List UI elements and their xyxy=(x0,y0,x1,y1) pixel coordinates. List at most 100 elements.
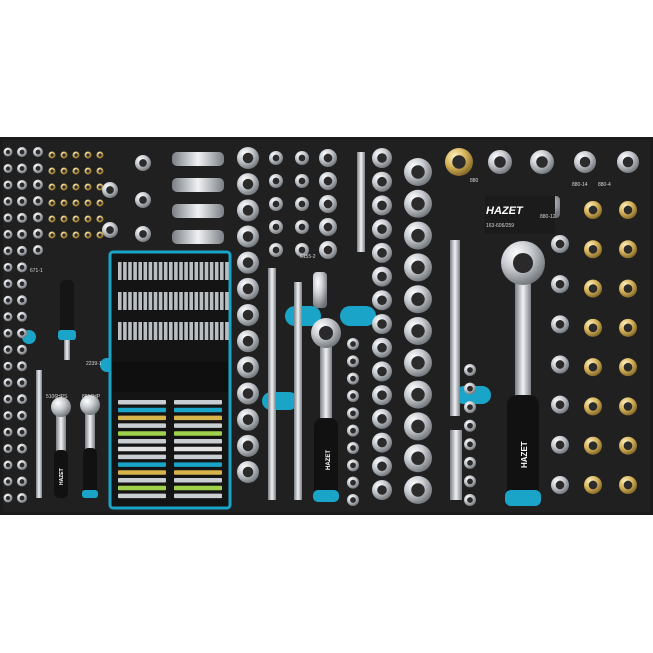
bit xyxy=(133,292,137,310)
socket-bore xyxy=(35,247,41,253)
tray-label: 880-14 xyxy=(572,182,588,188)
socket-bore xyxy=(5,347,11,352)
bit xyxy=(194,322,199,340)
bit xyxy=(214,262,219,280)
bit xyxy=(118,262,122,280)
bit xyxy=(204,262,209,280)
tray-label: 880 xyxy=(470,178,479,184)
socket-bore xyxy=(298,200,306,208)
bit xyxy=(179,262,183,280)
socket-bore xyxy=(377,295,387,306)
socket-bore xyxy=(298,154,306,162)
socket-bore xyxy=(19,446,25,451)
socket-bore xyxy=(350,427,356,434)
socket-bore xyxy=(411,197,425,211)
socket-bore xyxy=(5,429,11,435)
socket-bore xyxy=(86,201,90,205)
socket-bore xyxy=(35,182,41,188)
extension-bar xyxy=(36,370,42,498)
socket-bore xyxy=(452,155,466,169)
socket-bore xyxy=(588,323,598,333)
socket-bore xyxy=(139,196,147,204)
long-bit xyxy=(118,446,166,452)
socket-bore xyxy=(5,413,11,418)
socket-bore xyxy=(467,385,473,392)
bit xyxy=(209,262,214,280)
article-number: 163-606/259 xyxy=(486,223,514,229)
socket-bore xyxy=(86,153,90,157)
bit xyxy=(220,322,224,340)
socket-bore xyxy=(5,380,11,385)
socket-bore xyxy=(272,246,280,254)
socket-bore xyxy=(242,440,254,452)
socket-bore xyxy=(411,228,425,243)
bit xyxy=(184,292,188,310)
socket-bore xyxy=(19,330,25,336)
socket-bore xyxy=(377,414,387,424)
bit xyxy=(118,292,122,310)
extension-bit xyxy=(172,230,224,244)
socket-bore xyxy=(323,199,333,209)
socket-bore xyxy=(5,446,11,451)
finger-grip xyxy=(455,386,491,404)
socket-bore xyxy=(242,231,254,242)
socket-bore xyxy=(272,177,280,185)
socket-bore xyxy=(86,169,90,173)
socket-bore xyxy=(272,223,280,231)
bit xyxy=(214,322,219,340)
socket-bore xyxy=(323,153,333,163)
socket-bore xyxy=(298,177,306,185)
socket-bore xyxy=(411,451,425,465)
socket-bore xyxy=(62,185,66,189)
socket-bore xyxy=(411,419,425,434)
socket-bore xyxy=(467,497,473,503)
bit xyxy=(194,292,199,310)
socket-bore xyxy=(588,441,598,451)
bit xyxy=(214,292,219,310)
socket-bore xyxy=(536,156,548,168)
bit xyxy=(199,292,204,310)
socket-bore xyxy=(19,479,25,484)
socket-bore xyxy=(35,214,41,220)
socket-bore xyxy=(62,233,66,237)
bit xyxy=(138,322,142,340)
socket-bore xyxy=(139,159,147,167)
tray-label: 880-12 xyxy=(540,214,556,220)
socket-bore xyxy=(62,169,66,173)
ratchet-small-right xyxy=(80,395,100,498)
socket-bore xyxy=(19,429,25,435)
long-bit xyxy=(118,439,166,444)
socket-bore xyxy=(139,230,147,238)
socket-bore xyxy=(350,393,356,399)
socket-bore xyxy=(62,201,66,205)
socket-bore xyxy=(242,414,254,425)
bit xyxy=(189,262,193,280)
socket-bore xyxy=(350,497,356,503)
long-bit xyxy=(118,454,166,460)
socket-bore xyxy=(106,226,114,234)
extension-bit xyxy=(172,204,224,218)
bit xyxy=(220,262,224,280)
socket-bore xyxy=(555,480,565,490)
socket-bore xyxy=(377,485,387,495)
socket-bore xyxy=(50,153,54,157)
socket-bore xyxy=(19,380,25,386)
long-bit xyxy=(118,407,166,413)
bit-cassette xyxy=(108,250,232,510)
socket-bore xyxy=(19,363,25,369)
socket-bore xyxy=(377,366,387,377)
socket-bore xyxy=(106,186,114,194)
socket-bore xyxy=(377,248,387,258)
socket-bore xyxy=(323,222,333,232)
socket-bore xyxy=(588,284,598,293)
socket-bore xyxy=(19,495,25,501)
socket-bore xyxy=(19,248,25,254)
socket-bore xyxy=(19,264,25,270)
bit xyxy=(179,292,183,310)
socket-bore xyxy=(377,271,387,282)
socket-bore xyxy=(5,462,11,468)
bit xyxy=(204,322,209,340)
socket-bore xyxy=(5,265,11,270)
long-bit xyxy=(174,446,222,452)
socket-bore xyxy=(623,402,633,411)
